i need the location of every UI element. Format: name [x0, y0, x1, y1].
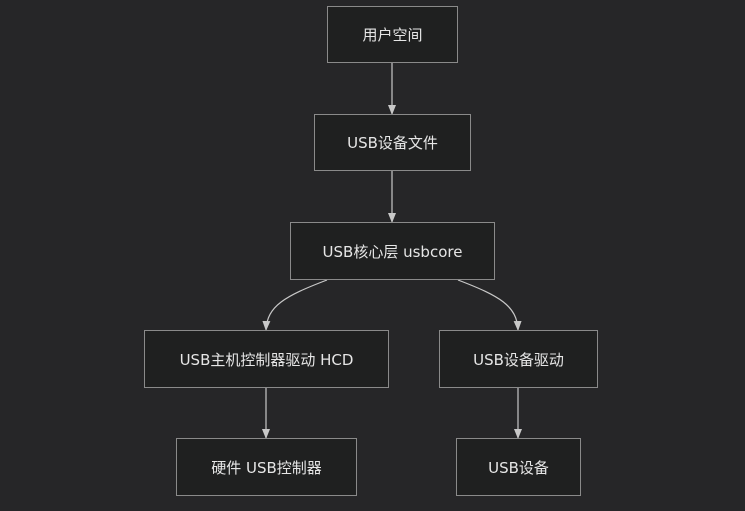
- node-usb-device-driver-label: USB设备驱动: [473, 350, 564, 369]
- node-host-controller-driver-label: USB主机控制器驱动 HCD: [179, 350, 354, 369]
- node-user-space-label: 用户空间: [362, 26, 423, 44]
- node-usb-device-label: USB设备: [488, 458, 549, 477]
- node-user-space: 用户空间: [327, 6, 458, 63]
- edge-core-to-device-driver: [457, 279, 522, 331]
- node-usb-core: USB核心层 usbcore: [290, 222, 495, 280]
- node-usb-device-file: USB设备文件: [314, 114, 471, 171]
- node-usb-device-driver: USB设备驱动: [439, 330, 598, 388]
- node-usb-device-file-label: USB设备文件: [347, 134, 438, 152]
- node-usb-device: USB设备: [456, 438, 581, 496]
- node-hardware-controller-label: 硬件 USB控制器: [211, 458, 322, 477]
- edge-core-to-hcd: [262, 279, 328, 331]
- node-host-controller-driver: USB主机控制器驱动 HCD: [144, 330, 389, 388]
- node-hardware-controller: 硬件 USB控制器: [176, 438, 357, 496]
- node-usb-core-label: USB核心层 usbcore: [322, 242, 463, 261]
